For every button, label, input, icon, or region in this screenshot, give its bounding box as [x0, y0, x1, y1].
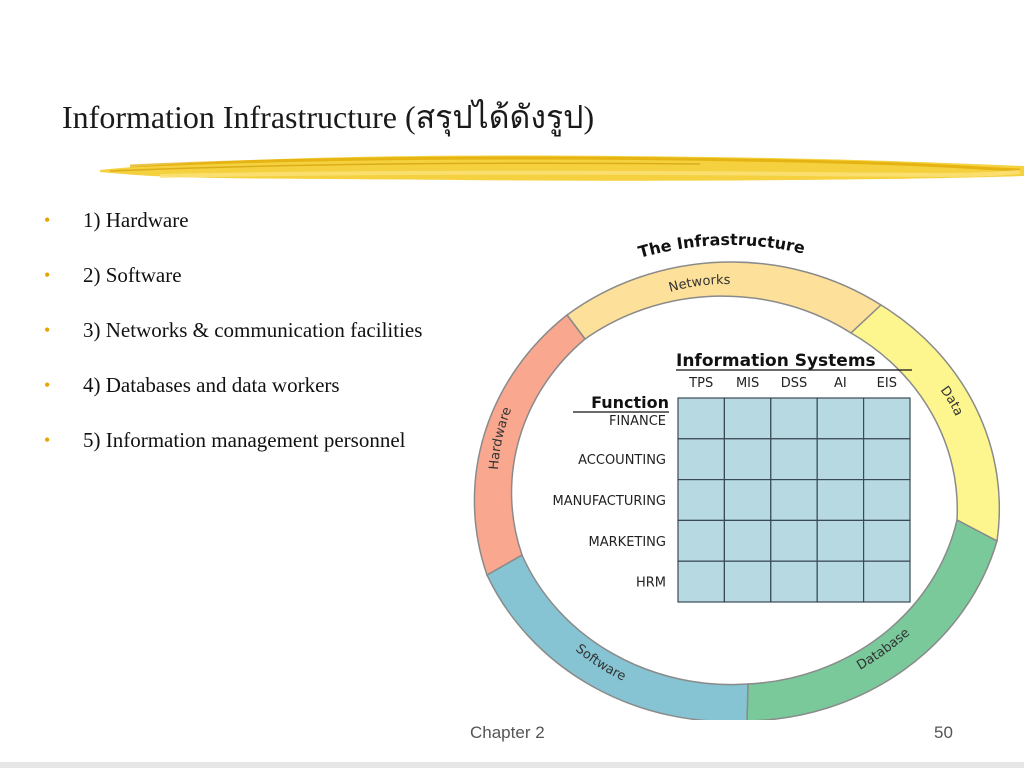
bullet-dot-icon: •: [44, 320, 51, 340]
bullet-text: 4) Databases and data workers: [83, 373, 340, 397]
function-system-grid: [677, 397, 911, 603]
grid-cell: [677, 519, 726, 562]
row-label-finance: FINANCE: [609, 414, 666, 429]
row-labels: FINANCE ACCOUNTING MANUFACTURING MARKETING H…: [553, 414, 667, 591]
row-label-manufacturing: MANUFACTURING: [553, 494, 667, 509]
grid-cell: [816, 479, 865, 522]
grid-cell: [863, 479, 911, 522]
grid-cell: [723, 519, 772, 562]
grid-cell: [677, 438, 726, 481]
bottom-divider: [0, 762, 1024, 768]
row-label-marketing: MARKETING: [589, 535, 666, 550]
grid-cell: [863, 560, 911, 603]
footer-page-number: 50: [934, 723, 953, 742]
grid-cell: [770, 438, 818, 481]
grid-cell: [723, 438, 772, 481]
column-heading-mis: MIS: [736, 376, 759, 391]
grid-cell: [863, 438, 911, 481]
grid-cell: [863, 519, 911, 562]
row-label-accounting: ACCOUNTING: [578, 453, 666, 468]
grid-cell: [723, 479, 772, 522]
grid-cell: [770, 479, 818, 522]
grid-cell: [677, 479, 726, 522]
grid-cell: [770, 560, 818, 603]
column-headings: TPS MIS DSS AI EIS: [688, 376, 897, 391]
bullet-dot-icon: •: [44, 430, 51, 450]
grid-cell: [723, 397, 772, 440]
grid-cell: [816, 560, 865, 603]
row-label-hrm: HRM: [636, 576, 666, 591]
grid-cell: [816, 438, 865, 481]
bullet-text: 3) Networks & communication facilities: [83, 318, 423, 342]
ring-segment-database: [746, 518, 998, 720]
grid-cell: [863, 397, 911, 440]
slide-title: Information Infrastructure (สรุปได้ดังรู…: [62, 99, 595, 135]
grid-heading: Information Systems: [676, 351, 876, 371]
grid-cell: [677, 397, 726, 440]
bullet-text: 1) Hardware: [83, 208, 189, 232]
bullet-dot-icon: •: [44, 375, 51, 395]
infrastructure-diagram: The Infrastructure Networks Data Databas…: [473, 230, 1000, 720]
bullet-text: 5) Information management personnel: [83, 428, 406, 452]
grid-cell: [770, 397, 818, 440]
grid-cell: [723, 560, 772, 603]
column-heading-ai: AI: [834, 376, 847, 391]
bullet-dot-icon: •: [44, 210, 51, 230]
column-heading-eis: EIS: [877, 376, 897, 391]
bullet-dot-icon: •: [44, 265, 51, 285]
footer-chapter: Chapter 2: [470, 723, 545, 742]
grid-cell: [816, 519, 865, 562]
diagram-title: The Infrastructure: [636, 230, 807, 262]
column-heading-tps: TPS: [688, 376, 713, 391]
row-heading: Function: [591, 393, 669, 412]
bullet-text: 2) Software: [83, 263, 182, 287]
column-heading-dss: DSS: [781, 376, 808, 391]
grid-cell: [770, 519, 818, 562]
grid-cell: [677, 560, 726, 603]
title-underline-brush: [100, 155, 1024, 181]
ring-segment-hardware: [473, 313, 587, 577]
grid-cell: [816, 397, 865, 440]
